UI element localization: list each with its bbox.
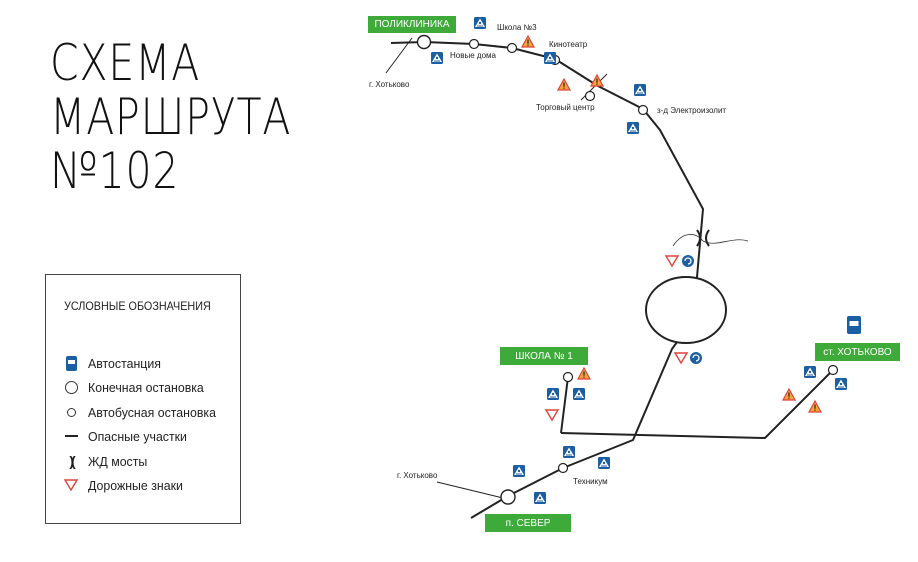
legend-label: ЖД мосты	[88, 453, 148, 469]
stop-label-mall: Торговый центр	[536, 103, 595, 112]
terminal-stop-icon[interactable]	[500, 489, 516, 505]
legend-label: Автостанция	[88, 355, 161, 371]
warning-sign-icon	[808, 400, 822, 413]
route-line-station	[560, 369, 834, 440]
bus-stop-icon[interactable]	[562, 371, 574, 383]
stop-label-new-houses: Новые дома	[450, 51, 497, 60]
pedestrian-crossing-icon	[473, 16, 487, 30]
terminal-stop-icon	[64, 380, 78, 394]
terminal-tag-polyclinic[interactable]: ПОЛИКЛИНИКА	[368, 16, 456, 33]
title-line-1: СХЕМА	[50, 34, 201, 92]
terminal-tag-sever[interactable]: п. СЕВЕР	[485, 514, 571, 532]
river	[672, 234, 749, 247]
yield-sign-icon	[674, 352, 688, 364]
pedestrian-crossing-icon	[546, 387, 560, 401]
warning-sign-icon	[782, 388, 796, 401]
pedestrian-crossing-icon	[597, 456, 611, 470]
legend-label: Опасные участки	[88, 428, 187, 444]
side-road-bottom	[436, 481, 504, 499]
side-road-top	[385, 37, 413, 74]
warning-sign-icon	[557, 78, 571, 91]
stop-label-khotkovo-bottom: г. Хотьково	[397, 471, 438, 480]
pedestrian-crossing-icon	[512, 464, 526, 478]
pedestrian-crossing-icon	[633, 83, 647, 97]
pedestrian-crossing-icon	[533, 491, 547, 505]
bus-station-icon	[65, 355, 77, 371]
legend-heading: УСЛОВНЫЕ ОБОЗНАЧЕНИЯ	[64, 299, 211, 313]
terminal-tag-school1[interactable]: ШКОЛА № 1	[500, 347, 588, 365]
terminal-stop-icon[interactable]	[416, 34, 432, 50]
bus-stop-icon[interactable]	[827, 364, 839, 376]
title-line-3: №102	[50, 142, 180, 200]
map-title: СХЕМА МАРШРУТА №102	[50, 36, 291, 198]
bus-stop-icon[interactable]	[468, 38, 480, 50]
legend-item-railway-bridge: )( ЖД мосты	[60, 452, 150, 470]
title-line-2: МАРШРУТА	[50, 88, 292, 146]
dangerous-section-icon	[64, 435, 78, 437]
bus-stop-icon	[66, 407, 76, 417]
pedestrian-crossing-icon	[572, 387, 586, 401]
bus-stop-icon[interactable]	[506, 42, 518, 54]
legend-label: Конечная остановка	[88, 379, 204, 395]
pedestrian-crossing-icon	[543, 51, 557, 65]
legend-item-bus-stop: Автобусная остановка	[60, 403, 223, 421]
roundabout-sign-icon	[681, 254, 695, 268]
legend-box: УСЛОВНЫЕ ОБОЗНАЧЕНИЯ Автостанция Конечна…	[45, 274, 241, 524]
bus-stop-icon[interactable]	[637, 104, 649, 116]
legend-item-bus-station: Автостанция	[60, 354, 165, 372]
warning-sign-icon	[521, 35, 535, 48]
roundabout-sign-icon	[689, 351, 703, 365]
roundabout	[645, 276, 727, 344]
warning-sign-icon	[577, 367, 591, 380]
bus-stop-icon[interactable]	[584, 90, 596, 102]
legend-item-road-sign: Дорожные знаки	[60, 476, 188, 494]
bus-station-icon[interactable]	[847, 316, 861, 334]
legend-item-terminal-stop: Конечная остановка	[60, 378, 210, 396]
pedestrian-crossing-icon	[562, 445, 576, 459]
stop-label-cinema: Кинотеатр	[549, 40, 588, 49]
stop-label-school3: Школа №3	[497, 23, 537, 32]
pedestrian-crossing-icon	[803, 365, 817, 379]
pedestrian-crossing-icon	[626, 121, 640, 135]
stop-label-plant: з-д Электроизолит	[657, 106, 726, 115]
railway-bridge-icon	[696, 229, 710, 247]
legend-label: Автобусная остановка	[88, 404, 216, 420]
road-sign-icon	[64, 479, 78, 491]
yield-sign-icon	[665, 255, 679, 267]
legend-label: Дорожные знаки	[88, 477, 183, 493]
legend-item-dangerous-section: Опасные участки	[60, 427, 192, 445]
route-line-school	[560, 376, 569, 434]
stop-label-technikum: Техникум	[573, 477, 608, 486]
yield-sign-icon	[545, 409, 559, 421]
route-line-main	[390, 41, 704, 519]
pedestrian-crossing-icon	[834, 377, 848, 391]
terminal-tag-station[interactable]: ст. ХОТЬКОВО	[815, 343, 900, 361]
stop-label-khotkovo-top: г. Хотьково	[369, 80, 410, 89]
bus-stop-icon[interactable]	[557, 462, 569, 474]
pedestrian-crossing-icon	[430, 51, 444, 65]
